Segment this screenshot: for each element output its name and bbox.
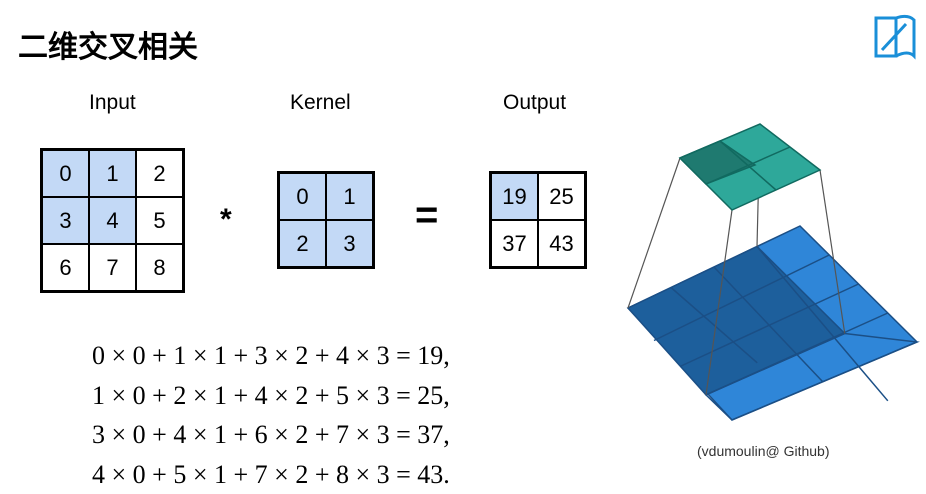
equation-line: 4 × 0 + 5 × 1 + 7 × 2 + 8 × 3 = 43. xyxy=(92,455,450,494)
kernel-cell: 2 xyxy=(279,220,326,267)
input-cell: 1 xyxy=(89,150,136,197)
input-matrix: 0 1 2 3 4 5 6 7 8 xyxy=(40,148,185,293)
input-cell: 7 xyxy=(89,244,136,291)
output-label: Output xyxy=(503,91,566,115)
equation-line: 3 × 0 + 4 × 1 + 6 × 2 + 7 × 3 = 37, xyxy=(92,415,450,455)
kernel-matrix: 0 1 2 3 xyxy=(277,171,375,269)
input-cell: 3 xyxy=(42,197,89,244)
kernel-cell: 0 xyxy=(279,173,326,220)
output-cell: 19 xyxy=(491,173,538,220)
equation-line: 0 × 0 + 1 × 1 + 3 × 2 + 4 × 3 = 19, xyxy=(92,336,450,376)
input-label: Input xyxy=(89,91,136,115)
input-cell: 8 xyxy=(136,244,183,291)
input-cell: 0 xyxy=(42,150,89,197)
output-matrix: 19 25 37 43 xyxy=(489,171,587,269)
kernel-cell: 1 xyxy=(326,173,373,220)
output-plane xyxy=(680,124,820,210)
input-cell: 6 xyxy=(42,244,89,291)
kernel-cell: 3 xyxy=(326,220,373,267)
kernel-label: Kernel xyxy=(290,91,351,115)
equations-block: 0 × 0 + 1 × 1 + 3 × 2 + 4 × 3 = 19, 1 × … xyxy=(92,336,450,494)
equals-operator: = xyxy=(415,193,438,238)
image-credit: (vdumoulin@ Github) xyxy=(697,443,830,459)
input-cell: 4 xyxy=(89,197,136,244)
output-cell: 43 xyxy=(538,220,585,267)
multiply-operator: * xyxy=(220,203,232,237)
input-cell: 2 xyxy=(136,150,183,197)
input-cell: 5 xyxy=(136,197,183,244)
equation-line: 1 × 0 + 2 × 1 + 4 × 2 + 5 × 3 = 25, xyxy=(92,376,450,416)
input-plane xyxy=(628,226,917,420)
output-cell: 25 xyxy=(538,173,585,220)
page-title: 二维交叉相关 xyxy=(18,22,198,66)
book-logo-icon xyxy=(872,10,918,60)
convolution-illustration xyxy=(620,110,925,430)
output-cell: 37 xyxy=(491,220,538,267)
